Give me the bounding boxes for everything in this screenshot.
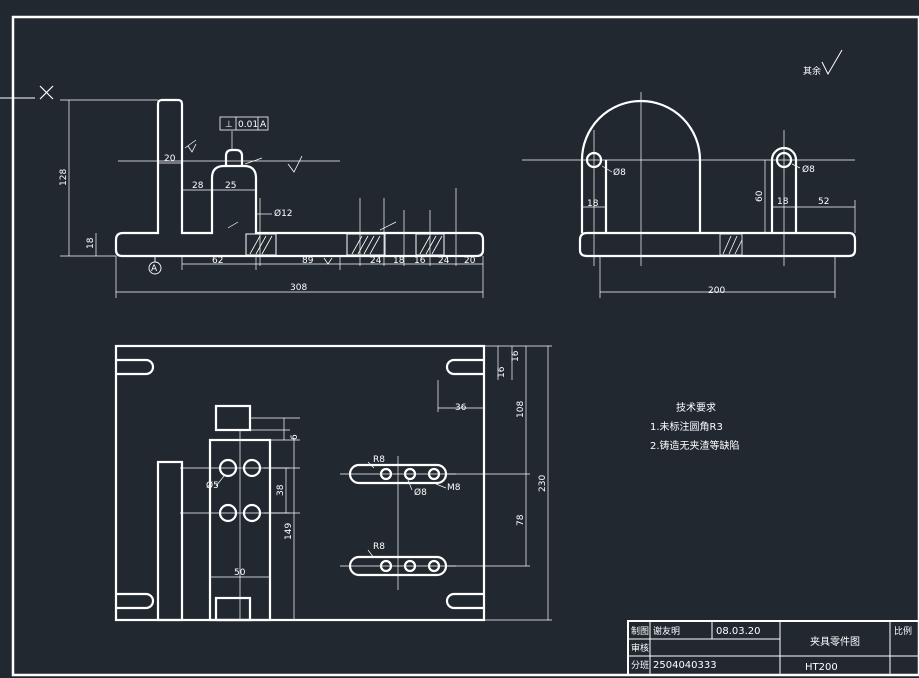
dim-segment: 18 xyxy=(393,256,405,266)
dim-overall-length: 308 xyxy=(290,283,307,293)
drawing-border xyxy=(11,15,919,677)
dim-block-height: 149 xyxy=(284,523,294,540)
dim-slot-radius: R8 xyxy=(373,455,385,465)
dim-slot-radius: R8 xyxy=(373,542,385,552)
corner-slot xyxy=(445,358,484,376)
tolerance-symbol: ⊥ xyxy=(225,120,233,130)
side-view-base xyxy=(578,231,857,258)
dim-offset-25: 25 xyxy=(225,181,236,191)
dim-slot-16: 16 xyxy=(511,350,521,362)
dim-lug-width-left: 18 xyxy=(587,199,599,209)
dim-segment: 89 xyxy=(302,256,314,266)
tech-requirement-item: 2.铸造无夹渣等缺陷 xyxy=(650,439,740,452)
dim-offset-28: 28 xyxy=(192,181,204,191)
surface-finish-icon xyxy=(187,143,333,265)
dim-hole-left: Ø8 xyxy=(613,167,626,178)
upright-outline xyxy=(156,460,184,622)
dim-gap-6: 6 xyxy=(290,434,300,440)
dim-hole-spacing: 38 xyxy=(276,484,286,496)
title-class-label: 分班 xyxy=(631,659,649,671)
corner-slot xyxy=(116,358,155,376)
title-check-label: 审核 xyxy=(631,642,649,654)
dim-segment: 20 xyxy=(464,256,476,266)
tech-requirement-item: 1.未标注圆角R3 xyxy=(650,420,723,433)
dim-upright-width: 20 xyxy=(164,154,176,164)
dim-right-offset: 52 xyxy=(818,197,829,207)
dim-base-thickness: 18 xyxy=(86,237,96,249)
dim-slot-hole: Ø8 xyxy=(414,487,427,498)
tolerance-frame xyxy=(219,116,269,131)
title-drawer: 谢友明 xyxy=(653,625,680,637)
dim-segment: 62 xyxy=(212,256,223,266)
title-student-id: 2504040333 xyxy=(653,660,717,671)
dim-bottom-part: 78 xyxy=(516,514,526,526)
front-view-outline xyxy=(114,98,485,258)
dim-segment: 24 xyxy=(370,256,382,266)
dim-height: 128 xyxy=(59,169,69,186)
tolerance-value: 0.01 xyxy=(238,120,258,130)
title-drawing-name: 夹具零件图 xyxy=(810,635,860,648)
tolerance-datum: A xyxy=(260,120,267,130)
corner-slot xyxy=(116,592,155,610)
dim-lug-width-right: 18 xyxy=(777,197,789,207)
dim-slot-16: 16 xyxy=(497,366,507,378)
dim-slot-width: 36 xyxy=(455,403,467,413)
dim-thread: M8 xyxy=(447,483,461,493)
locator-square-top xyxy=(214,404,252,432)
surface-finish-icon xyxy=(821,49,843,76)
side-hole-section xyxy=(719,233,743,256)
plan-view: 36 16 16 108 230 78 38 149 50 6 Ø5 R8 R8… xyxy=(114,344,552,622)
title-scale-label: 比例 xyxy=(894,625,912,637)
surface-finish-note: 其余 xyxy=(803,65,821,77)
dim-overall-height: 230 xyxy=(538,475,548,492)
title-date: 08.03.20 xyxy=(716,626,761,637)
datum-a-label: A xyxy=(151,264,158,274)
title-block: 制图 谢友明 08.03.20 审核 分班 2504040333 夹具零件图 H… xyxy=(627,620,919,676)
title-block-frame xyxy=(627,620,919,676)
dim-hole-dia: Ø12 xyxy=(274,208,293,219)
dim-segment: 24 xyxy=(438,256,450,266)
locator-square-bottom xyxy=(214,596,252,622)
side-view: 200 Ø8 Ø8 60 18 18 52 xyxy=(522,92,857,298)
tech-requirements: 技术要求 1.未标注圆角R3 2.铸造无夹渣等缺陷 xyxy=(650,401,740,452)
front-hole-section xyxy=(245,233,277,256)
title-material: HT200 xyxy=(805,662,838,673)
dim-width: 200 xyxy=(708,286,725,296)
front-hole-section xyxy=(346,233,386,256)
dim-hole-right: Ø8 xyxy=(802,164,815,175)
dim-top-part: 108 xyxy=(516,401,526,418)
front-view: ⊥ 0.01 A A 308 62 89 24 18 16 24 20 128 … xyxy=(59,98,485,298)
dim-lug-height: 60 xyxy=(755,190,765,202)
cross-mark-icon xyxy=(39,85,54,100)
corner-slot xyxy=(445,592,484,610)
dim-block-width: 50 xyxy=(234,568,246,578)
tech-requirements-title: 技术要求 xyxy=(676,401,716,414)
title-draw-label: 制图 xyxy=(631,625,649,637)
dim-segment: 16 xyxy=(414,256,426,266)
front-view-top-pin xyxy=(224,148,244,166)
dim-hole-dia: Ø5 xyxy=(206,480,219,491)
